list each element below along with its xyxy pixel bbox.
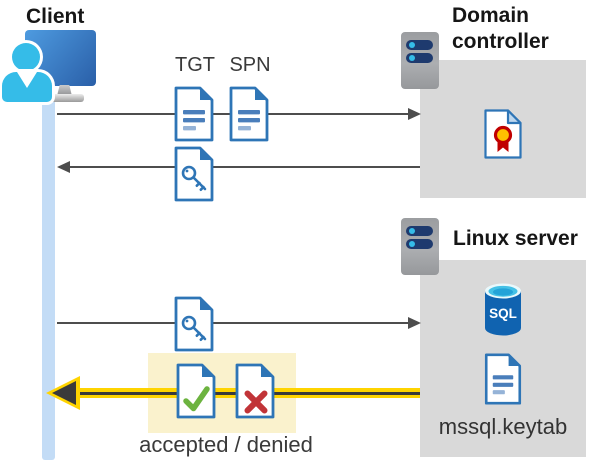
server-slot	[406, 53, 433, 63]
arrowhead-left-dark-icon	[52, 381, 76, 405]
denied-document-icon	[235, 363, 275, 419]
server-led	[408, 42, 415, 48]
keytab-document-icon	[484, 353, 522, 405]
server-slot	[406, 40, 433, 50]
client-label: Client	[26, 5, 85, 28]
server-slot	[406, 226, 433, 236]
linux-server-server-icon	[401, 218, 439, 275]
sql-database-icon: SQL	[485, 283, 521, 336]
user-collar	[17, 72, 37, 88]
linux-server-label: Linux server	[453, 227, 578, 250]
keytab-filename: mssql.keytab	[438, 414, 568, 439]
arrowhead-right-icon	[408, 108, 421, 120]
accepted-document-icon	[176, 363, 216, 419]
spn-document-icon	[229, 86, 269, 142]
user-icon	[2, 41, 56, 103]
user-head	[12, 43, 40, 71]
server-led	[408, 228, 415, 234]
arrowhead-left-icon	[57, 161, 70, 173]
domain-controller-server-icon	[401, 32, 439, 89]
server-led	[408, 241, 415, 247]
key-document-icon	[174, 146, 214, 202]
monitor-stand-base	[47, 94, 84, 102]
monitor-stand	[57, 85, 72, 96]
arrow-dc-to-client	[69, 166, 420, 168]
arrowhead-right-icon	[408, 317, 421, 329]
server-slot	[406, 239, 433, 249]
client-timeline-bar	[42, 88, 55, 460]
server-led	[408, 55, 415, 61]
sql-text: SQL	[489, 306, 517, 321]
tgt-label: TGT	[175, 54, 215, 76]
tgt-document-icon	[174, 86, 214, 142]
domain-controller-label: Domain controller	[452, 4, 549, 53]
arrow-client-to-linux	[57, 322, 409, 324]
result-label: accepted / denied	[139, 432, 313, 457]
key-document-icon	[174, 296, 214, 352]
certificate-document-icon	[484, 109, 522, 159]
spn-label: SPN	[229, 54, 271, 76]
user-body	[2, 72, 52, 102]
